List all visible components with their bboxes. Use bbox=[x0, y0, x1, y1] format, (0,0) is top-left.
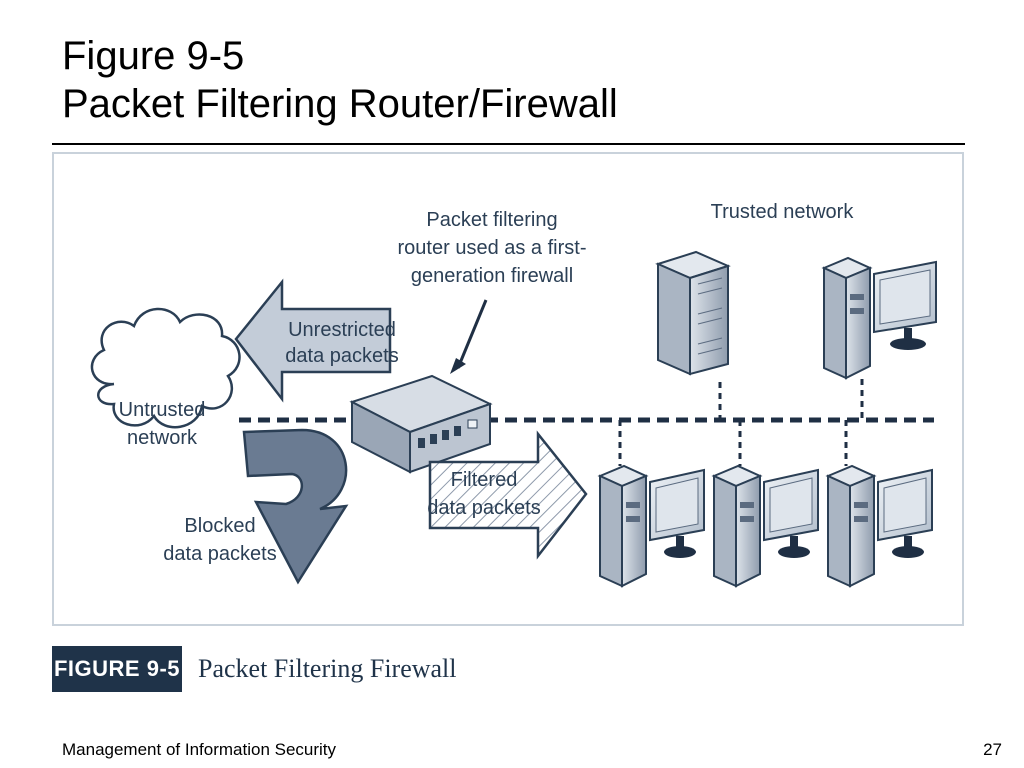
workstation-icon bbox=[821, 256, 937, 380]
title-line-1: Figure 9-5 bbox=[62, 34, 245, 78]
server-icon bbox=[655, 250, 731, 376]
filtered-label-line2: data packets bbox=[427, 497, 540, 519]
network-drops bbox=[618, 379, 864, 466]
untrusted-label-line2: network bbox=[127, 427, 198, 449]
unrestricted-label-line1: Unrestricted bbox=[288, 319, 396, 341]
router-label-line1: Packet filtering bbox=[426, 209, 557, 231]
network-diagram: Untrusted network Unrestricted data pack… bbox=[90, 201, 937, 588]
blocked-label-line1: Blocked bbox=[184, 515, 255, 537]
cloud-icon bbox=[90, 307, 241, 429]
figure-panel: Untrusted network Unrestricted data pack… bbox=[52, 152, 964, 626]
footer-course: Management of Information Security bbox=[62, 740, 337, 759]
trusted-network-label: Trusted network bbox=[711, 201, 855, 223]
caption-number: FIGURE 9-5 bbox=[52, 646, 182, 692]
title-line-2: Packet Filtering Router/Firewall bbox=[62, 82, 618, 126]
unrestricted-arrow bbox=[234, 278, 392, 403]
router-icon bbox=[349, 374, 493, 474]
router-pointer-head bbox=[450, 358, 466, 374]
blocked-label-line2: data packets bbox=[163, 543, 276, 565]
title-divider bbox=[52, 143, 965, 145]
filtered-arrow bbox=[428, 430, 588, 560]
router-pointer bbox=[456, 299, 488, 369]
untrusted-label-line1: Untrusted bbox=[119, 399, 206, 421]
workstation-icon bbox=[711, 464, 819, 588]
caption-text: Packet Filtering Firewall bbox=[198, 654, 457, 683]
router-label-line3: generation firewall bbox=[411, 265, 573, 287]
workstation-icon bbox=[597, 464, 705, 588]
filtered-label-line1: Filtered bbox=[451, 469, 518, 491]
unrestricted-label-line2: data packets bbox=[285, 345, 398, 367]
footer-page-number: 27 bbox=[983, 740, 1002, 759]
slide-title: Figure 9-5 Packet Filtering Router/Firew… bbox=[62, 32, 618, 128]
router-label-line2: router used as a first- bbox=[398, 237, 587, 259]
blocked-arrow bbox=[242, 428, 349, 585]
workstation-icon bbox=[825, 464, 933, 588]
